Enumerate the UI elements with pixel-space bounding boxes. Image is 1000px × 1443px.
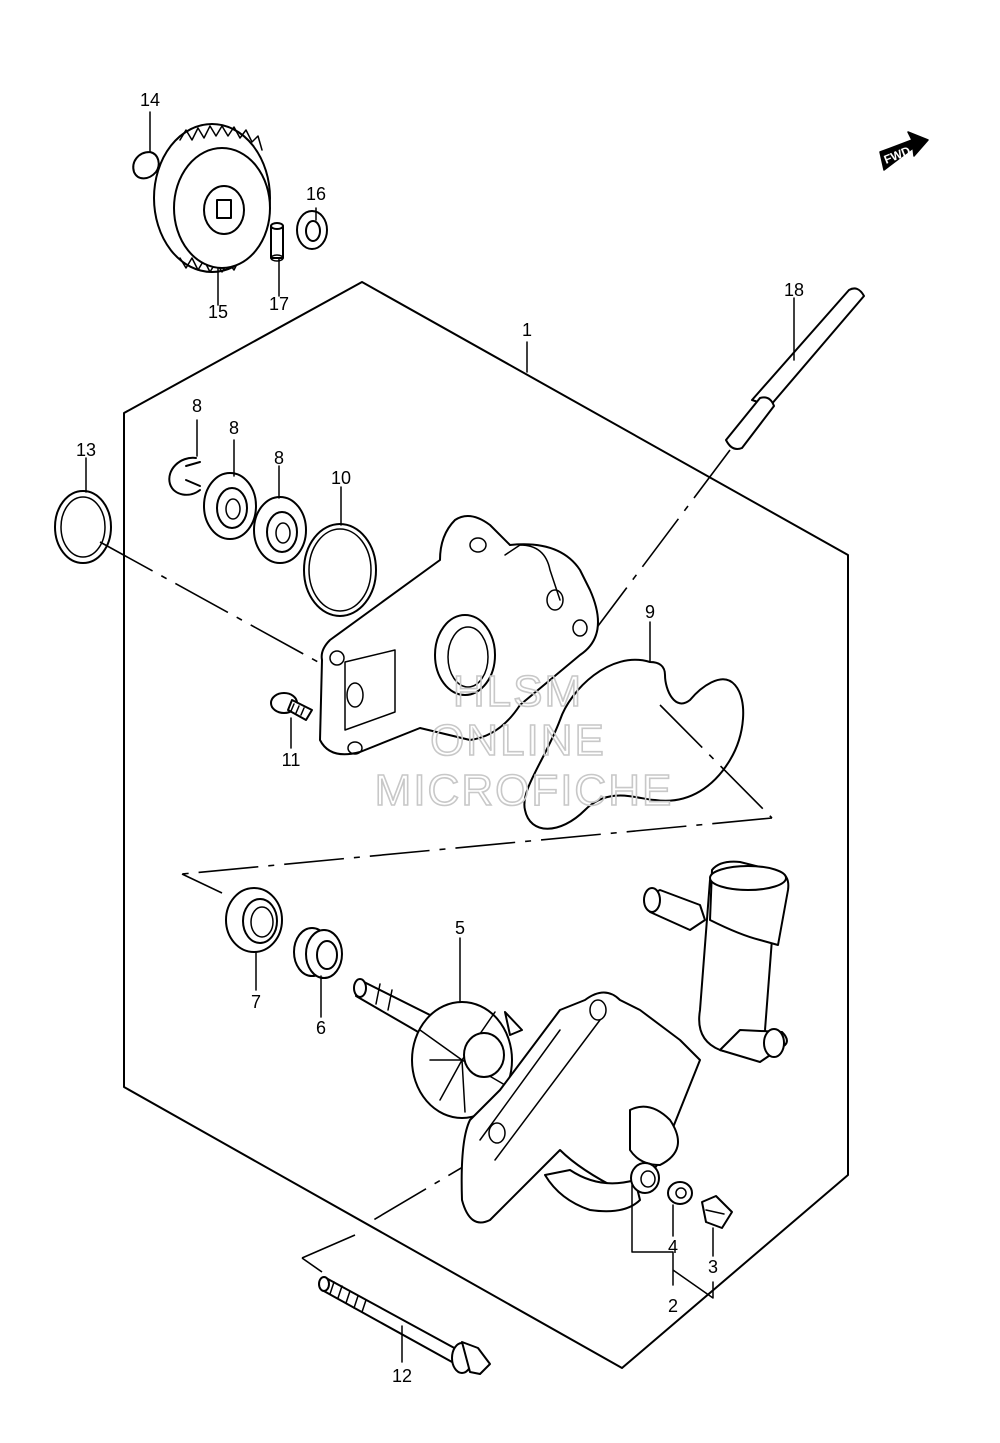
long-bolt-part	[318, 1276, 491, 1375]
callout-8a: 8	[229, 418, 239, 438]
callout-6: 6	[316, 1018, 326, 1038]
callout-12: 11	[282, 750, 301, 770]
callout-4: 4	[668, 1237, 678, 1257]
mechanical-seal-part	[293, 927, 343, 979]
washer-part	[296, 210, 328, 250]
o-ring-large-part	[54, 490, 112, 564]
oil-seal-part	[225, 887, 283, 953]
callout-16: 15	[208, 302, 228, 322]
pump-body-part	[460, 860, 790, 1224]
leader-lines	[85, 111, 795, 1363]
callout-2: 2	[668, 1296, 678, 1316]
gasket-part	[523, 659, 745, 830]
callout-13: 12	[392, 1366, 412, 1386]
callout-10: 9	[645, 602, 655, 622]
watermark-line-2: ONLINE	[430, 716, 606, 765]
callout-9: 8	[192, 396, 202, 416]
bearing-part-b	[253, 496, 307, 564]
watermark: HLSM ONLINE MICROFICHE	[374, 666, 674, 816]
bolt-part	[701, 1195, 733, 1229]
callout-15: 14	[140, 90, 160, 110]
pump-cover-part	[319, 515, 599, 756]
pin-part	[270, 222, 284, 262]
screw-part	[270, 692, 313, 721]
bearing-part-a	[203, 472, 257, 540]
callout-18: 17	[269, 294, 289, 314]
gear-part	[153, 123, 271, 273]
callout-3: 3	[708, 1257, 718, 1277]
watermark-line-3: MICROFICHE	[375, 766, 674, 815]
fwd-label: FWD	[882, 143, 913, 166]
callout-labels: 14 15 16 17 1 18 13 8 8 8 10 9 11 7 6 5 …	[76, 90, 804, 1386]
fwd-arrow-icon: FWD	[879, 131, 929, 171]
impeller-part	[353, 978, 523, 1119]
callout-19: 18	[784, 280, 804, 300]
hose-part	[725, 287, 865, 450]
washer-small-part	[667, 1181, 693, 1205]
assembly-outline	[123, 281, 849, 1369]
circlip-part	[132, 151, 160, 180]
retaining-ring-part	[168, 456, 201, 496]
callout-7: 7	[251, 992, 261, 1012]
watermark-line-1: HLSM	[453, 667, 583, 716]
callout-14: 13	[76, 440, 96, 460]
callout-8b: 8	[274, 448, 284, 468]
callout-11: 10	[331, 468, 351, 488]
callout-1: 1	[522, 320, 532, 340]
o-ring-small-part	[303, 523, 377, 617]
callout-17: 16	[306, 184, 326, 204]
callout-5: 5	[455, 918, 465, 938]
